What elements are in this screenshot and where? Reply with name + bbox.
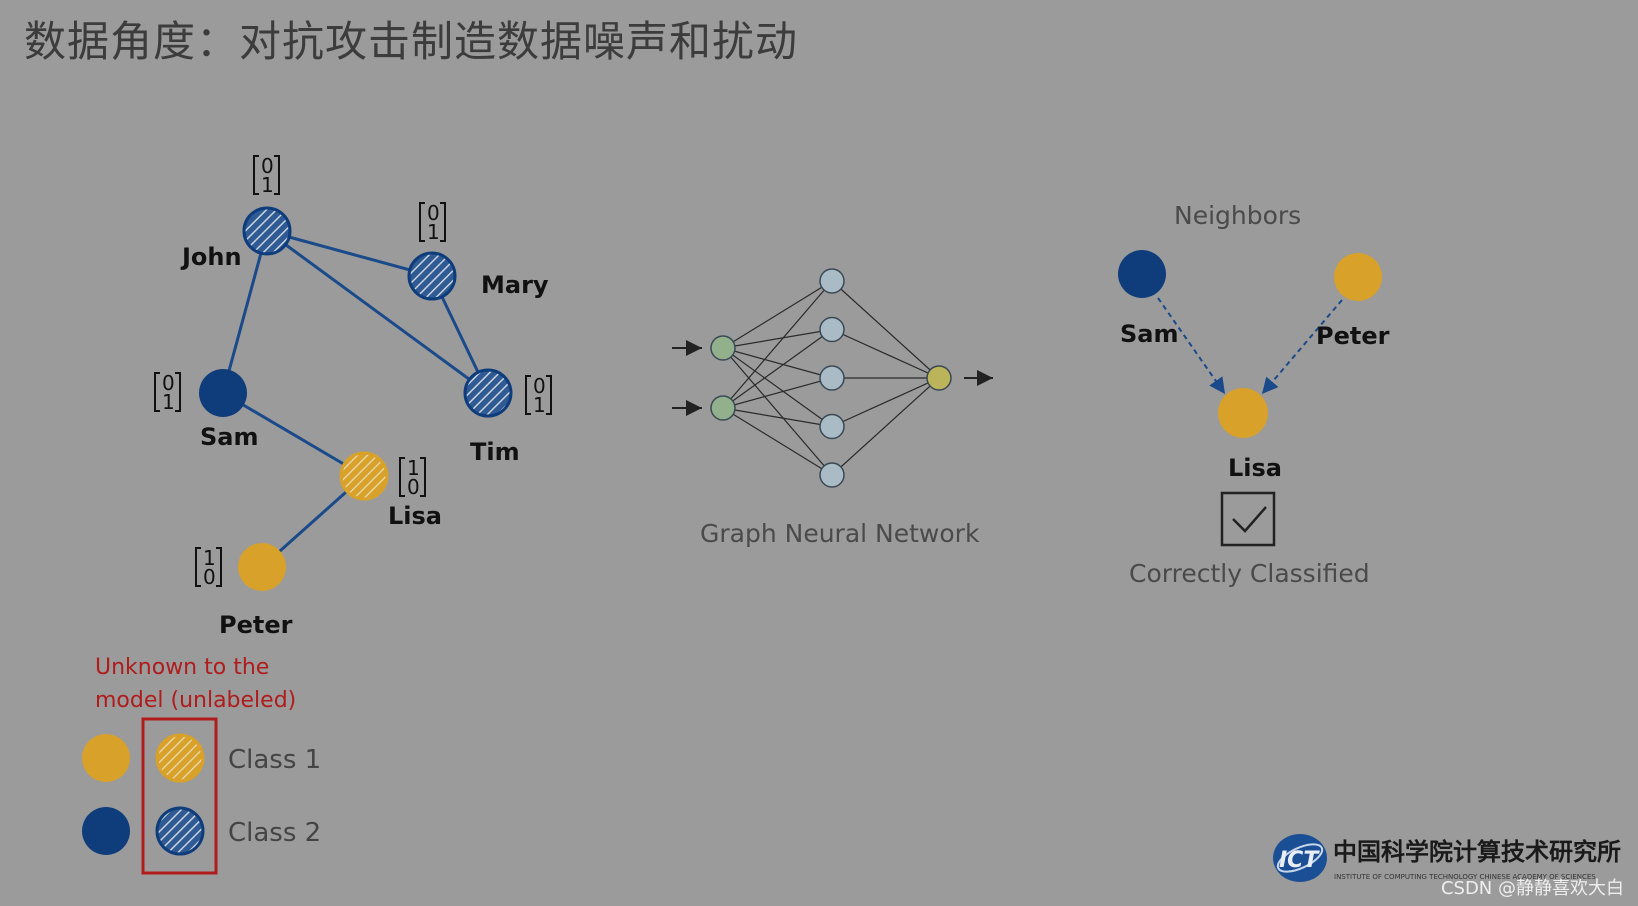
gnn-connection	[722, 347, 833, 476]
legend-class1-unlabeled	[155, 733, 205, 783]
institute-name-cn: 中国科学院计算技术研究所	[1333, 838, 1621, 866]
checkmark-icon	[1232, 506, 1267, 533]
edge-john-mary	[266, 229, 433, 278]
gnn-connection	[722, 280, 833, 409]
gnn-connection	[831, 377, 940, 428]
edge-john-tim	[266, 229, 489, 395]
ict-logo-text: ICT	[1279, 848, 1320, 873]
left-graph: John Mary Sam Tim Lisa Peter 0 1 0 1 0 1	[154, 154, 552, 639]
svg-text:1: 1	[533, 393, 546, 417]
edge-sam-lisa	[222, 391, 365, 478]
svg-text:0: 0	[407, 475, 420, 499]
neighbors-title: Neighbors	[1174, 201, 1301, 230]
legend-class1-label: Class 1	[228, 745, 321, 775]
gnn-connection	[831, 280, 940, 379]
legend-class2-label: Class 2	[228, 818, 321, 848]
gnn-neurons	[710, 268, 952, 488]
label-tim: Tim	[470, 438, 520, 466]
gnn-connection	[722, 328, 833, 349]
gnn-hidden-neuron	[819, 462, 845, 488]
gnn-connection	[722, 407, 833, 428]
node-mary	[407, 251, 457, 301]
vector-lisa: 1 0	[399, 456, 426, 499]
gnn-hidden-neuron	[819, 365, 845, 391]
node-tim	[463, 368, 513, 418]
right-label-peter: Peter	[1316, 322, 1390, 350]
right-label-sam: Sam	[1120, 320, 1179, 348]
legend: Unknown to the model (unlabeled) Class 1…	[82, 655, 321, 875]
svg-text:0: 0	[533, 374, 546, 398]
gnn-connection	[831, 328, 940, 379]
node-lisa	[339, 451, 389, 501]
gnn-input-neuron	[710, 395, 736, 421]
label-mary: Mary	[481, 271, 549, 299]
neighbor-peter-node	[1334, 253, 1382, 301]
message-sam-to-lisa	[1157, 297, 1226, 395]
slide-title: 数据角度：对抗攻击制造数据噪声和扰动	[24, 17, 799, 66]
svg-text:0: 0	[203, 565, 216, 589]
gnn-connection	[722, 407, 833, 476]
gnn-connection	[722, 280, 833, 349]
vector-tim: 0 1	[525, 374, 552, 417]
node-john	[242, 206, 292, 256]
ict-logo: ICT 中国科学院计算技术研究所 INSTITUTE OF COMPUTING …	[1273, 834, 1621, 882]
svg-text:1: 1	[427, 220, 440, 244]
unknown-note-line1: Unknown to the	[95, 655, 269, 680]
svg-text:1: 1	[261, 173, 274, 197]
label-john: John	[180, 243, 242, 271]
legend-class2-unlabeled	[155, 806, 205, 856]
gnn-input-neuron	[710, 335, 736, 361]
gnn-connection	[722, 329, 833, 409]
gnn-connection	[722, 377, 833, 409]
neighbor-sam-node	[1118, 250, 1166, 298]
gnn-hidden-neuron	[819, 316, 845, 343]
message-peter-to-lisa	[1261, 299, 1343, 395]
edge-john-sam	[221, 230, 269, 394]
svg-text:1: 1	[203, 546, 216, 570]
vector-mary: 0 1	[419, 201, 446, 244]
label-sam: Sam	[200, 423, 259, 451]
svg-text:0: 0	[261, 154, 274, 178]
label-peter: Peter	[219, 611, 293, 639]
node-sam	[199, 369, 247, 417]
gnn-connections	[722, 280, 940, 476]
svg-text:1: 1	[407, 456, 420, 480]
svg-text:0: 0	[162, 371, 175, 395]
svg-text:0: 0	[427, 201, 440, 225]
legend-class2-labeled	[82, 807, 130, 855]
checkbox	[1220, 491, 1276, 547]
institute-name-en: INSTITUTE OF COMPUTING TECHNOLOGY CHINES…	[1334, 873, 1596, 881]
gnn-connection	[831, 377, 940, 476]
classification-result: Correctly Classified	[1129, 559, 1370, 588]
csdn-watermark: CSDN @静静喜欢大白	[1440, 878, 1624, 899]
gnn-hidden-neuron	[819, 268, 845, 294]
legend-class1-labeled	[82, 734, 130, 782]
vector-peter: 1 0	[195, 546, 222, 589]
gnn-output-neuron	[926, 365, 952, 391]
unlabeled-highlight-box	[141, 717, 218, 875]
unknown-note-line2: model (unlabeled)	[95, 688, 296, 713]
right-panel: Neighbors Sam Peter Lisa Correctly Class…	[1118, 201, 1390, 588]
gnn-connection	[722, 347, 833, 379]
gnn-hidden-neuron	[819, 413, 845, 440]
target-lisa-node	[1218, 388, 1268, 438]
right-label-lisa: Lisa	[1228, 454, 1282, 482]
gnn-diagram: Graph Neural Network	[672, 268, 993, 548]
vector-john: 0 1	[253, 154, 280, 197]
node-peter	[238, 543, 286, 591]
gnn-caption: Graph Neural Network	[700, 519, 980, 548]
label-lisa: Lisa	[388, 502, 442, 530]
ict-logo-emblem	[1273, 834, 1327, 882]
svg-text:1: 1	[162, 390, 175, 414]
gnn-connection	[722, 347, 833, 427]
vector-sam: 0 1	[154, 371, 181, 414]
